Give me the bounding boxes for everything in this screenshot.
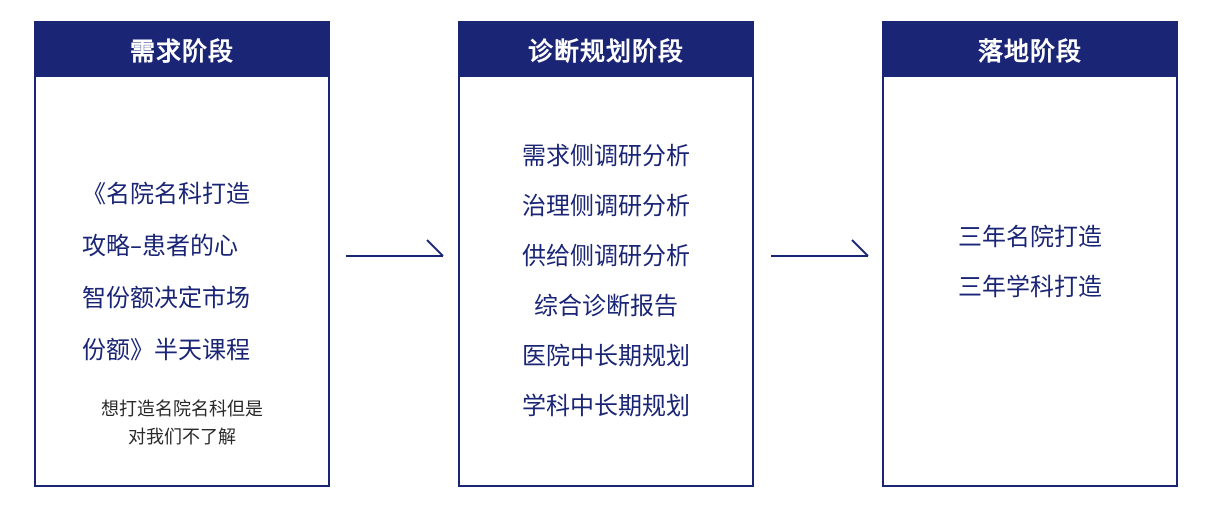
stage-item-list: 需求侧调研分析 治理侧调研分析 供给侧调研分析 综合诊断报告 医院中长期规划 学… (460, 131, 752, 431)
course-title-line: 智份额决定市场 (82, 284, 250, 312)
course-title-line: 攻略–患者的心 (82, 232, 238, 260)
stage-title: 诊断规划阶段 (460, 23, 752, 77)
arrow-right-icon (346, 239, 444, 257)
list-item: 三年名院打造 (958, 223, 1102, 251)
course-title: 《名院名科打造 攻略–患者的心 智份额决定市场 份额》半天课程 (82, 168, 292, 376)
stage-title: 需求阶段 (36, 23, 328, 77)
course-title-line: 份额》半天课程 (82, 336, 250, 364)
stage-note-line: 对我们不了解 (128, 427, 236, 448)
stage-implementation: 落地阶段 三年名院打造 三年学科打造 (882, 21, 1178, 487)
list-item: 综合诊断报告 (534, 292, 678, 320)
list-item: 治理侧调研分析 (522, 192, 690, 220)
list-item: 三年学科打造 (958, 273, 1102, 301)
list-item: 医院中长期规划 (522, 342, 690, 370)
arrow-right-icon (771, 239, 869, 257)
stage-body: 三年名院打造 三年学科打造 (884, 77, 1176, 485)
stage-note-line: 想打造名院名科但是 (101, 399, 263, 420)
stage-demand: 需求阶段 《名院名科打造 攻略–患者的心 智份额决定市场 份额》半天课程 想打造… (34, 21, 330, 487)
stage-item-list: 三年名院打造 三年学科打造 (884, 212, 1176, 312)
list-item: 学科中长期规划 (522, 392, 690, 420)
stage-body: 《名院名科打造 攻略–患者的心 智份额决定市场 份额》半天课程 想打造名院名科但… (36, 77, 328, 485)
stage-title: 落地阶段 (884, 23, 1176, 77)
stage-diagnosis: 诊断规划阶段 需求侧调研分析 治理侧调研分析 供给侧调研分析 综合诊断报告 医院… (458, 21, 754, 487)
course-title-line: 《名院名科打造 (82, 180, 250, 208)
list-item: 供给侧调研分析 (522, 242, 690, 270)
stage-body: 需求侧调研分析 治理侧调研分析 供给侧调研分析 综合诊断报告 医院中长期规划 学… (460, 77, 752, 485)
stage-note: 想打造名院名科但是 对我们不了解 (36, 396, 328, 452)
list-item: 需求侧调研分析 (522, 142, 690, 170)
